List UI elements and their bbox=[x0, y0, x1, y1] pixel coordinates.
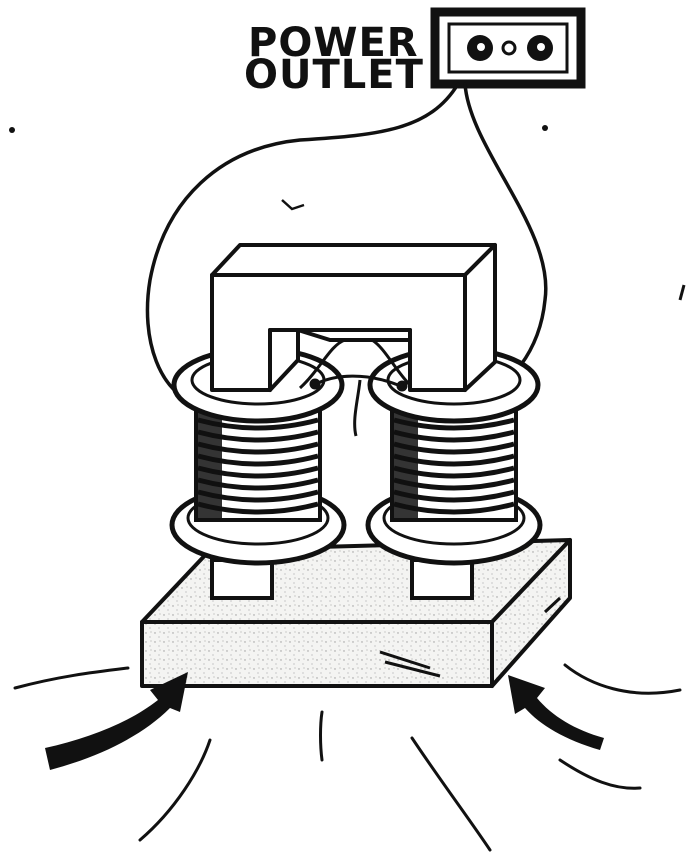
airflow-arrow-right bbox=[508, 675, 604, 750]
airflow-lines bbox=[15, 665, 680, 850]
stray-mark bbox=[282, 200, 304, 209]
wooden-base bbox=[142, 540, 570, 686]
power-outlet bbox=[435, 12, 581, 84]
iron-core bbox=[212, 245, 495, 390]
airflow-arrow-left bbox=[45, 672, 188, 770]
power-outlet-label-line2: OUTLET bbox=[244, 56, 394, 94]
